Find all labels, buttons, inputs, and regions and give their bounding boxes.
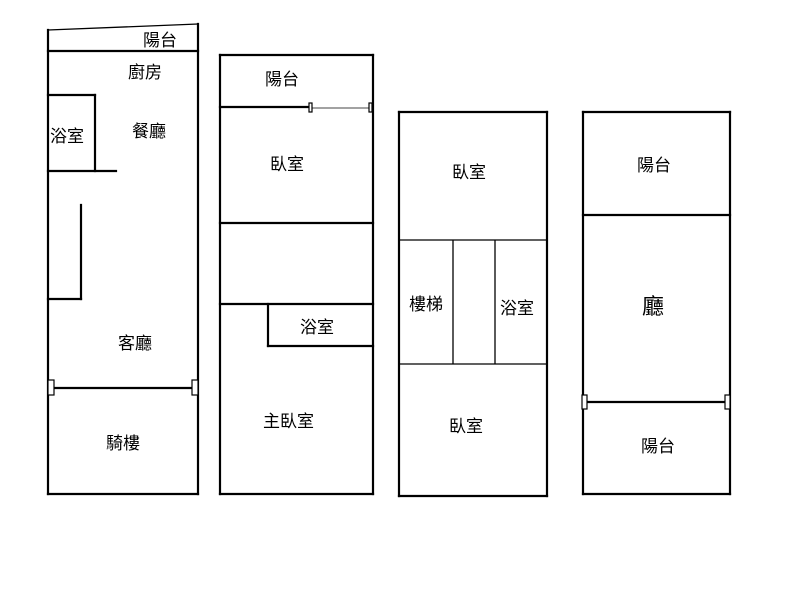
floor-3-bathroom-label: 浴室 [500, 299, 534, 319]
floor-1-bathroom-label: 浴室 [50, 127, 84, 147]
floor-4-left-post [581, 394, 588, 410]
floor-3-bedroom-top-label: 臥室 [452, 163, 486, 183]
floor-4-balcony-bottom-label: 陽台 [641, 437, 675, 457]
floor-3-stairs-label: 樓梯 [409, 295, 443, 315]
floor-2-window-post-right [368, 102, 373, 113]
floor-2-bedroom-label: 臥室 [270, 155, 304, 175]
floor-3-plan: 臥室 樓梯 浴室 臥室 [397, 110, 549, 498]
floor-2-bathroom-label: 浴室 [300, 318, 334, 338]
floor-3-bedroom-bottom-label: 臥室 [449, 417, 483, 437]
floor-1-plan: 陽台 廚房 餐廳 浴室 客廳 騎樓 [46, 22, 200, 496]
floor-2-balcony-label: 陽台 [265, 70, 299, 90]
floor-1-dining-label: 餐廳 [132, 122, 166, 142]
floor-1-kitchen-label: 廚房 [128, 62, 162, 83]
floor-4-balcony-top-label: 陽台 [637, 156, 671, 176]
floor-1-arcade-label: 騎樓 [106, 434, 140, 454]
floor-1-top-slant-wall [47, 23, 199, 31]
floor-1-left-post [47, 379, 55, 396]
floor-2-window-post-left [308, 102, 313, 113]
floor-1-right-post [191, 379, 199, 396]
floor-4-hall-label: 廳 [642, 295, 664, 320]
floor-1-balcony-label: 陽台 [143, 31, 177, 51]
floor-4-right-post [724, 394, 731, 410]
floor-2-plan: 陽台 臥室 浴室 主臥室 [218, 53, 375, 496]
floor-1-living-label: 客廳 [118, 334, 152, 354]
floor-4-plan: 陽台 廳 陽台 [581, 110, 732, 496]
floor-2-master-bedroom-label: 主臥室 [263, 412, 314, 432]
